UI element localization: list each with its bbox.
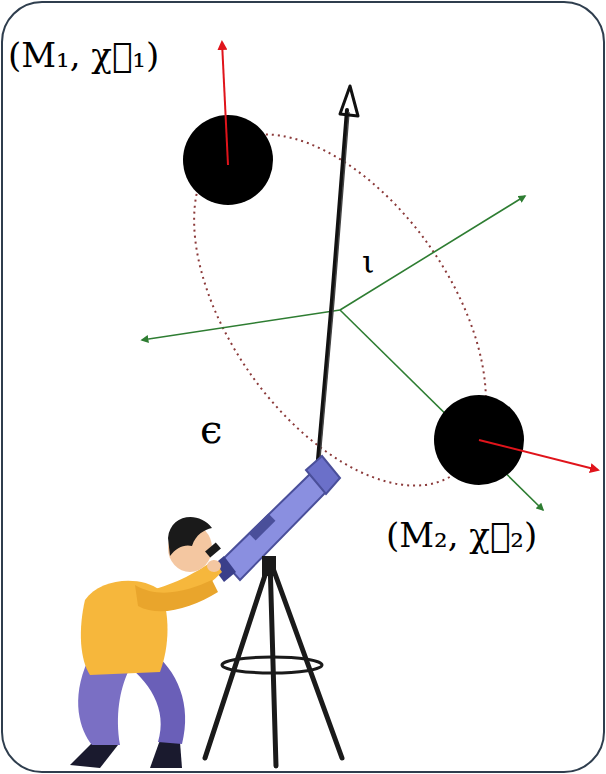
spin-arrow — [222, 42, 228, 165]
orbital-axes — [142, 196, 543, 510]
angle-symbol: ϵ — [200, 406, 222, 452]
axis-line — [142, 310, 340, 340]
angle-symbol: ι — [362, 244, 375, 281]
axis-line — [340, 196, 525, 310]
orbit-ellipse — [135, 83, 545, 537]
spin-arrow — [479, 440, 598, 470]
mass-spin-label: (M₁, χ⃗₁) — [8, 36, 159, 75]
telescope — [212, 456, 340, 582]
axis-line — [340, 310, 543, 510]
mass-spin-label: (M₂, χ⃗₂) — [386, 516, 537, 555]
tripod — [205, 560, 342, 766]
observer — [70, 517, 222, 768]
line-of-sight — [316, 86, 358, 482]
